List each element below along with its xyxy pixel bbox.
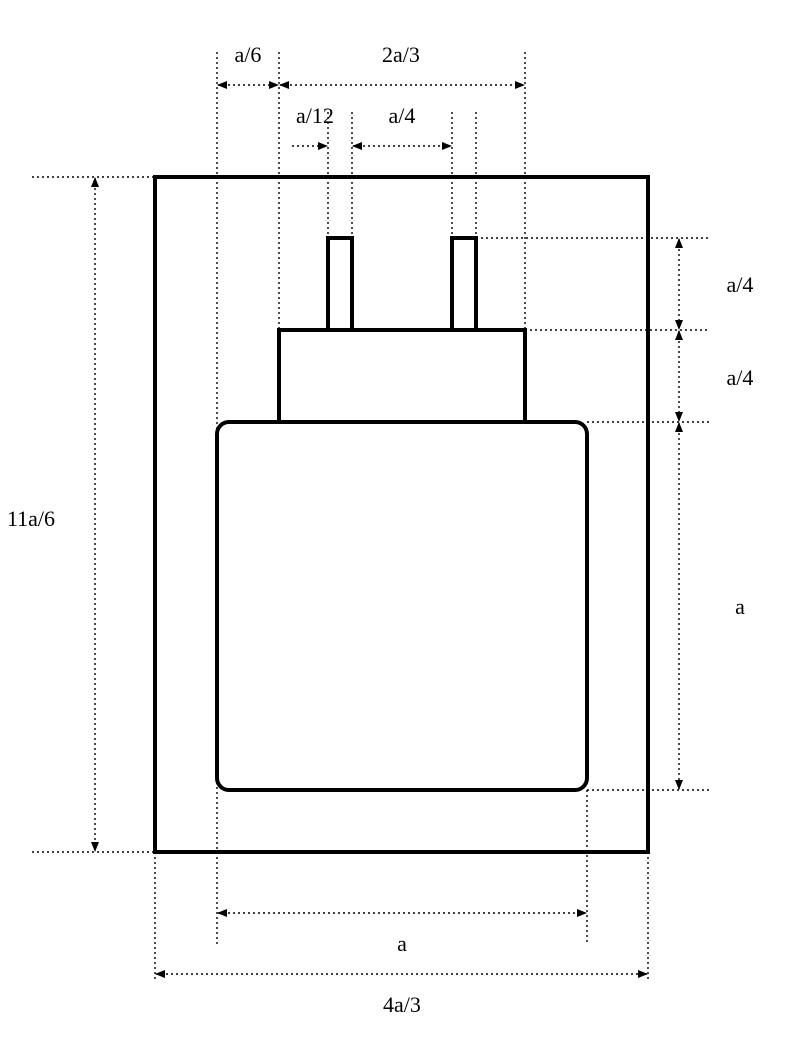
extension-lines — [32, 52, 710, 980]
dimension-arrows — [91, 81, 683, 978]
outer-frame — [153, 175, 650, 854]
label-total-height: 11a/6 — [7, 506, 55, 531]
pin-left — [326, 236, 354, 332]
charger-outline — [153, 175, 650, 854]
charger-body — [215, 420, 589, 792]
label-top-offset: a/6 — [235, 42, 262, 67]
pin-right — [450, 236, 478, 332]
label-pin-gap: a/4 — [389, 103, 416, 128]
label-body-height: a — [735, 594, 745, 619]
label-neck-height: a/4 — [727, 365, 754, 390]
label-pin-width: a/12 — [296, 103, 334, 128]
label-pin-height: a/4 — [727, 272, 754, 297]
dimension-labels: a/6 2a/3 a/12 a/4 a/4 a/4 a 11a/6 a 4a/3 — [7, 42, 753, 1017]
label-body-width: a — [397, 931, 407, 956]
label-top-span: 2a/3 — [382, 42, 420, 67]
label-total-width: 4a/3 — [383, 992, 421, 1017]
charger-neck — [277, 328, 527, 424]
